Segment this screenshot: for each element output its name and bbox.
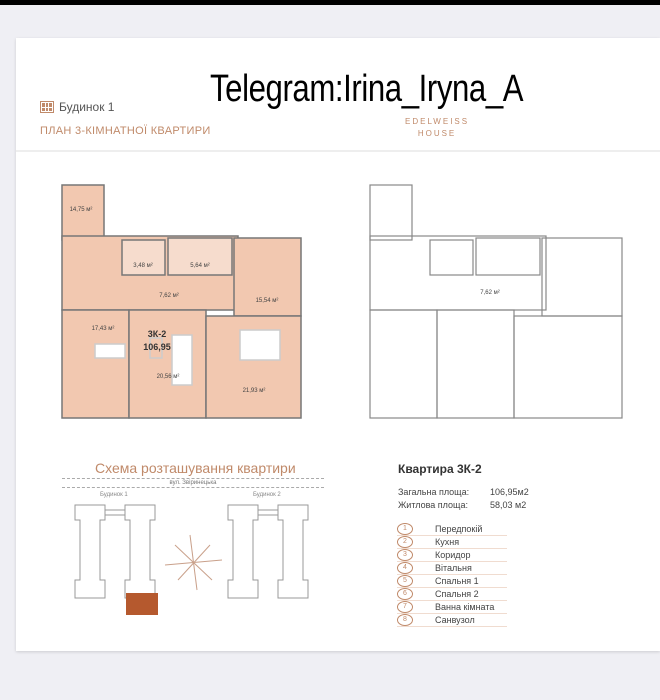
legend-item: 7 Ванна кімната bbox=[397, 601, 507, 614]
room-6 bbox=[233, 237, 302, 317]
legend-item: 3 Коридор bbox=[397, 549, 507, 562]
dim-plan-area: 7,62 м² bbox=[480, 290, 499, 296]
legend-number: 5 bbox=[397, 575, 413, 587]
legend-number: 8 bbox=[397, 614, 413, 626]
room-8 bbox=[121, 239, 166, 276]
building1-label: Будинок 1 bbox=[100, 492, 128, 498]
apartment-title: Квартира 3К-2 bbox=[398, 462, 482, 476]
area-6: 15,54 м² bbox=[256, 298, 279, 304]
colored-floor-plan bbox=[61, 184, 302, 419]
logo-line2: HOUSE bbox=[417, 129, 457, 138]
area-4: 20,56 м² bbox=[157, 374, 180, 380]
dimension-floor-plan bbox=[369, 184, 623, 419]
legend-item: 8 Санвузол bbox=[397, 614, 507, 627]
legend-name: Передпокій bbox=[435, 524, 483, 534]
area-2: 17,43 м² bbox=[92, 326, 115, 332]
building-label: Будинок 1 bbox=[40, 100, 114, 114]
total-area-label: Загальна площа: bbox=[398, 487, 470, 497]
apartment-total: 106,95 bbox=[143, 342, 171, 352]
room-7 bbox=[167, 237, 233, 276]
legend-number: 1 bbox=[397, 523, 413, 535]
top-bar bbox=[0, 0, 660, 5]
legend-item: 5 Спальня 1 bbox=[397, 575, 507, 588]
legend-number: 7 bbox=[397, 601, 413, 613]
site-scheme bbox=[74, 504, 309, 599]
room-2 bbox=[61, 309, 130, 419]
legend-item: 1 Передпокій bbox=[397, 523, 507, 536]
room-4 bbox=[128, 309, 207, 419]
legend-name: Коридор bbox=[435, 550, 471, 560]
street-label: вул. Звіринецька bbox=[62, 478, 324, 488]
area-5: 21,93 м² bbox=[243, 388, 266, 394]
building2-label: Будинок 2 bbox=[253, 492, 281, 498]
legend-name: Вітальня bbox=[435, 563, 472, 573]
plan-title: ПЛАН 3-КІМНАТНОЇ КВАРТИРИ bbox=[40, 125, 211, 137]
legend-number: 4 bbox=[397, 562, 413, 574]
building-name: Будинок 1 bbox=[59, 100, 115, 114]
legend-number: 3 bbox=[397, 549, 413, 561]
legend-number: 6 bbox=[397, 588, 413, 600]
legend-name: Ванна кімната bbox=[435, 602, 495, 612]
living-area-label: Житлова площа: bbox=[398, 500, 468, 510]
apartment-code: 3К-2 bbox=[148, 329, 167, 339]
watermark: Telegram:Irina_Iryna_A bbox=[210, 68, 524, 110]
legend-name: Спальня 2 bbox=[435, 589, 479, 599]
area-7: 5,64 м² bbox=[190, 263, 209, 269]
area-1: 14,75 м² bbox=[70, 207, 93, 213]
compass-icon bbox=[164, 534, 223, 591]
legend-name: Спальня 1 bbox=[435, 576, 479, 586]
highlighted-apartment bbox=[126, 593, 158, 615]
legend-number: 2 bbox=[397, 536, 413, 548]
legend-name: Кухня bbox=[435, 537, 460, 547]
living-area-value: 58,03 м2 bbox=[490, 500, 527, 510]
area-3: 7,62 м² bbox=[159, 293, 178, 299]
legend-name: Санвузол bbox=[435, 615, 475, 625]
logo-line1: EDELWEISS bbox=[405, 117, 470, 126]
divider bbox=[16, 150, 660, 152]
area-8: 3,48 м² bbox=[133, 263, 152, 269]
legend-item: 6 Спальня 2 bbox=[397, 588, 507, 601]
total-area-value: 106,95м2 bbox=[490, 487, 529, 497]
legend-item: 4 Вітальня bbox=[397, 562, 507, 575]
schema-title: Схема розташування квартири bbox=[95, 460, 296, 476]
building-icon bbox=[40, 101, 54, 113]
legend-item: 2 Кухня bbox=[397, 536, 507, 549]
logo: EDELWEISS HOUSE bbox=[405, 116, 469, 140]
